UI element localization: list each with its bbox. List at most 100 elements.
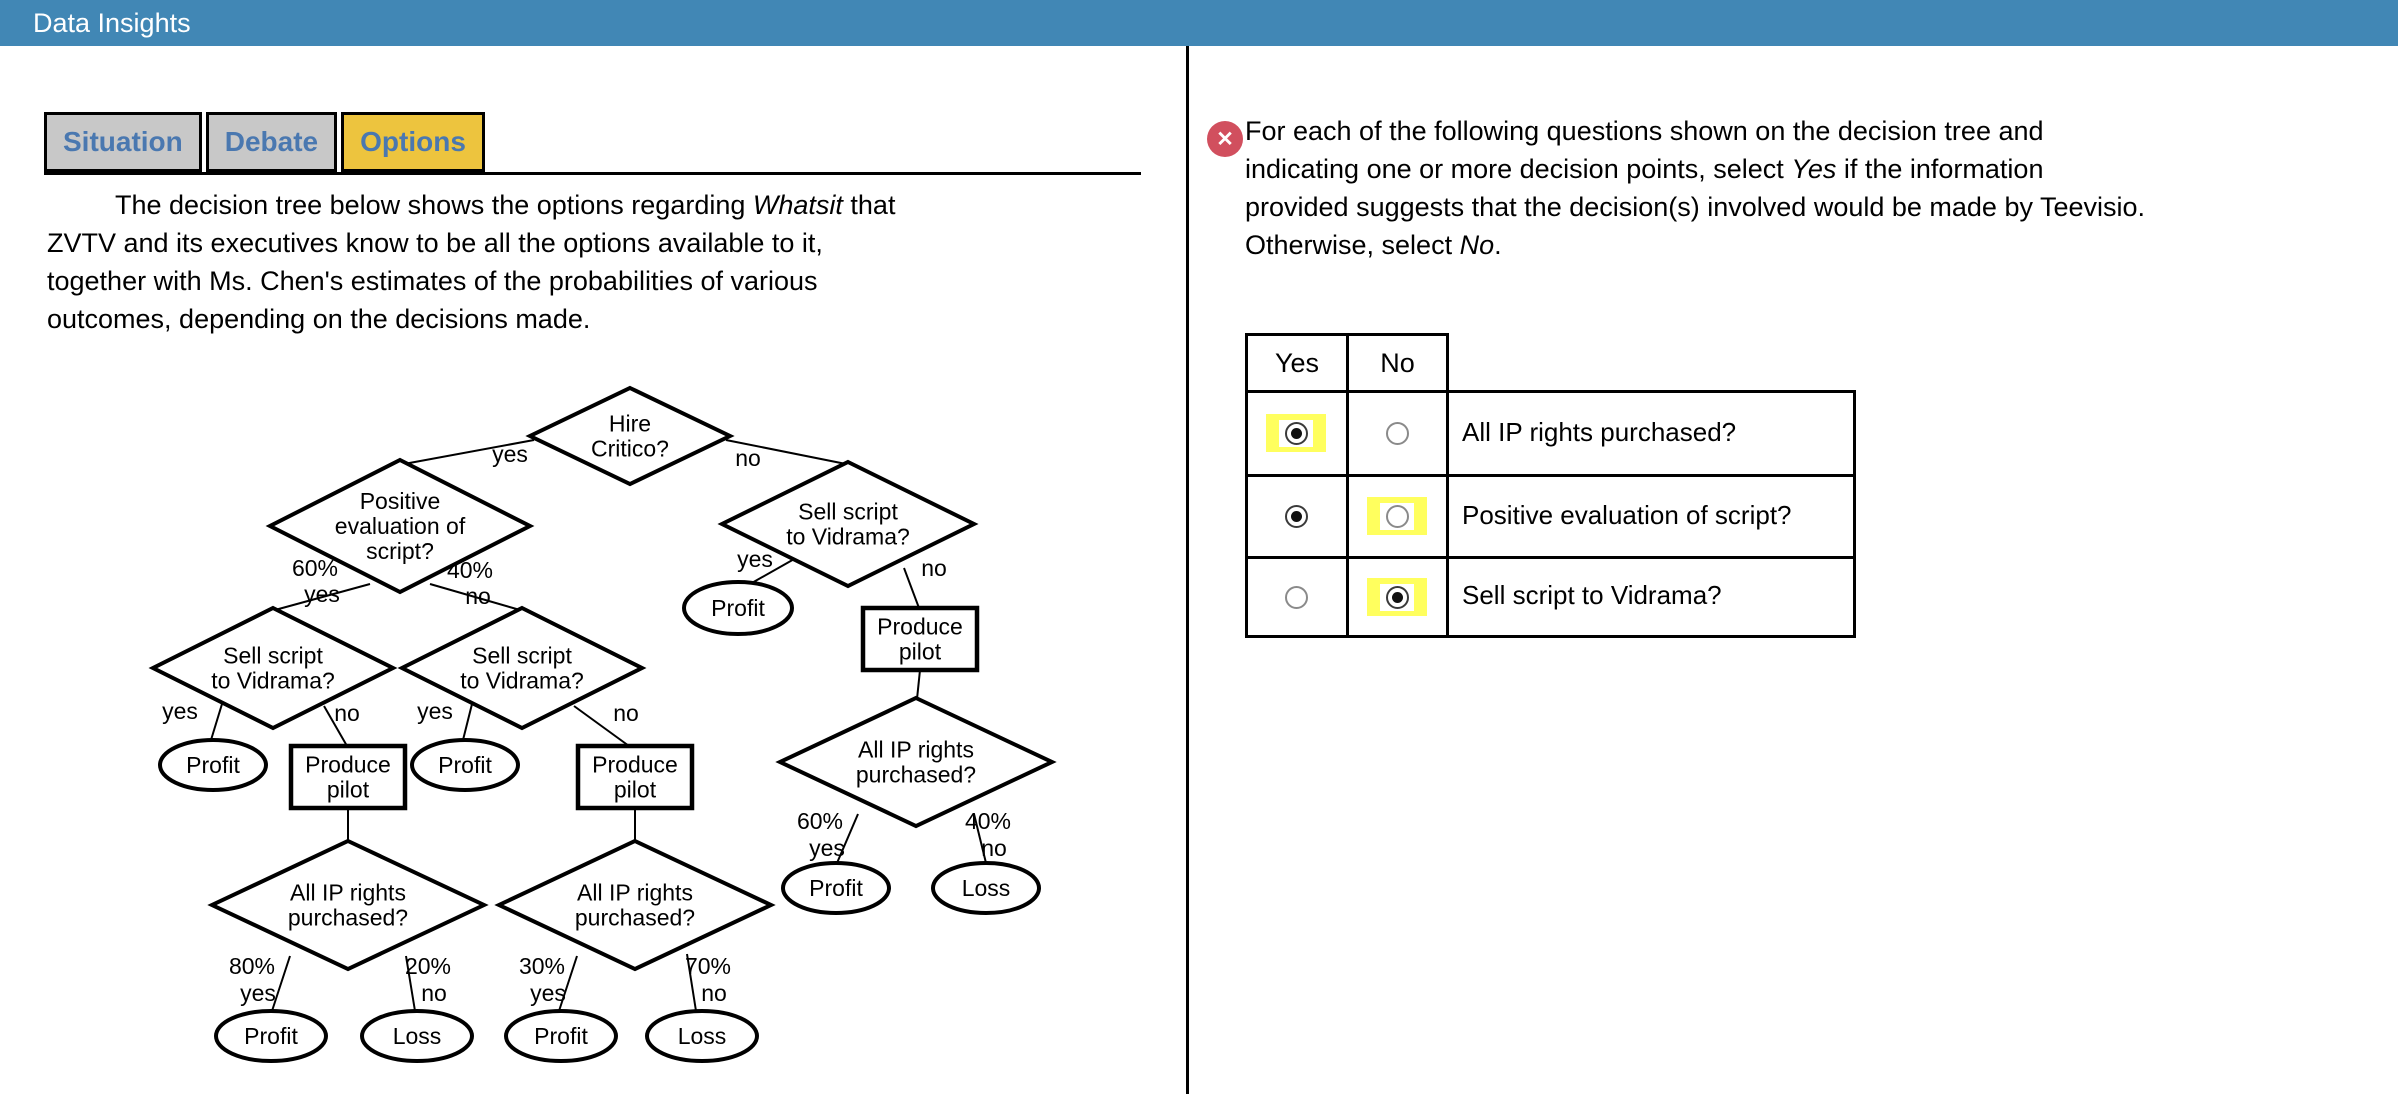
table-border xyxy=(1245,333,1449,336)
node-produce-pilot-left xyxy=(288,743,408,811)
table-border xyxy=(1245,333,1248,638)
edge-label: 40% xyxy=(965,808,1011,834)
text-line: provided suggests that the decision(s) i… xyxy=(1245,188,2335,226)
answer-question-label: Positive evaluation of script? xyxy=(1462,499,1792,530)
table-border xyxy=(1245,635,1856,638)
column-header-yes: Yes xyxy=(1274,347,1320,378)
node-label: Critico? xyxy=(591,436,669,462)
node-label: Sell script xyxy=(472,643,572,669)
node-profit-right-yes xyxy=(682,580,794,636)
edge-label: yes xyxy=(809,835,845,861)
node-profit-left-yes xyxy=(158,738,268,792)
node-loss-70 xyxy=(645,1009,759,1063)
node-all-ip-mid xyxy=(494,838,776,972)
text-segment: Whatsit xyxy=(752,190,843,220)
node-label: Profit xyxy=(438,752,492,778)
node-label: pilot xyxy=(899,639,942,665)
node-label: Profit xyxy=(244,1023,298,1049)
tab-debate[interactable]: Debate xyxy=(205,112,338,172)
edge-label: yes xyxy=(304,581,340,607)
node-all-ip-right xyxy=(775,695,1057,829)
edge-label: 80% xyxy=(229,953,275,979)
text-segment: No xyxy=(1459,230,1495,260)
tree-edge xyxy=(323,705,348,747)
text-segment: For each of the following questions show… xyxy=(1245,116,2044,146)
edge-label: yes xyxy=(737,546,773,572)
edge-label: no xyxy=(701,980,727,1006)
app-title: Data Insights xyxy=(33,7,191,38)
node-profit-right-60 xyxy=(781,861,891,915)
edge-label: no xyxy=(421,980,447,1006)
answer-question-label: Sell script to Vidrama? xyxy=(1462,580,1722,610)
text-segment: indicating one or more decision points, … xyxy=(1245,154,1792,184)
edge-label: yes xyxy=(417,698,453,724)
edge-label: yes xyxy=(530,980,566,1006)
table-border xyxy=(1853,390,1856,638)
table-border xyxy=(1346,333,1349,638)
x-icon: ✕ xyxy=(1216,127,1234,151)
node-label: Produce xyxy=(877,614,963,640)
node-label: Produce xyxy=(305,752,391,778)
node-all-ip-left xyxy=(207,838,489,972)
tree-edge xyxy=(405,955,416,1012)
tree-edge xyxy=(558,955,578,1012)
node-label: script? xyxy=(366,538,434,564)
text-line: ZVTV and its executives know to be all t… xyxy=(47,224,1057,262)
node-profit-80 xyxy=(214,1009,328,1063)
text-line: indicating one or more decision points, … xyxy=(1245,150,2335,188)
radio-no-row-2[interactable] xyxy=(1386,505,1409,528)
text-line: Otherwise, select No. xyxy=(1245,226,2335,264)
node-label: purchased? xyxy=(856,762,976,788)
tree-edge xyxy=(274,583,371,611)
radio-no-row-1[interactable] xyxy=(1386,422,1409,445)
node-label: to Vidrama? xyxy=(460,668,584,694)
edge-label: 40% xyxy=(447,557,493,583)
node-label: Positive xyxy=(360,488,441,514)
text-segment: outcomes, depending on the decisions mad… xyxy=(47,304,591,334)
radio-yes-row-2[interactable] xyxy=(1285,505,1308,528)
tree-edge xyxy=(903,567,920,609)
tree-edge xyxy=(686,953,697,1012)
tree-edge xyxy=(749,557,797,585)
text-segment: together with Ms. Chen's estimates of th… xyxy=(47,266,818,296)
node-label: Loss xyxy=(678,1023,727,1049)
answer-question-label: All IP rights purchased? xyxy=(1462,416,1737,447)
node-label: pilot xyxy=(614,777,657,803)
node-label: evaluation of xyxy=(335,513,466,539)
incorrect-answer-icon: ✕ xyxy=(1207,121,1243,157)
edge-label: 60% xyxy=(292,555,338,581)
text-segment: ZVTV and its executives know to be all t… xyxy=(47,228,823,258)
node-hire-critico xyxy=(525,385,735,487)
node-label: Hire xyxy=(609,411,651,437)
radio-yes-row-1[interactable] xyxy=(1285,422,1308,445)
edge-label: 70% xyxy=(685,953,731,979)
node-label: Sell script xyxy=(798,499,898,525)
node-produce-pilot-right xyxy=(860,605,980,673)
radio-yes-row-3[interactable] xyxy=(1285,586,1308,609)
node-label: Profit xyxy=(711,595,765,621)
table-border xyxy=(1245,556,1856,559)
scenario-paragraph: The decision tree below shows the option… xyxy=(47,186,1057,338)
text-line: together with Ms. Chen's estimates of th… xyxy=(47,262,1057,300)
text-segment: if the information xyxy=(1836,154,2044,184)
question-prompt: For each of the following questions show… xyxy=(1245,112,2335,264)
tree-edge xyxy=(429,583,521,611)
column-header-no: No xyxy=(1380,347,1415,378)
edge-label: 20% xyxy=(405,953,451,979)
node-label: Produce xyxy=(592,752,678,778)
node-sell-vidrama-right xyxy=(717,459,979,589)
node-label: purchased? xyxy=(288,905,408,931)
node-label: Loss xyxy=(962,875,1011,901)
tree-edge xyxy=(210,703,223,741)
node-label: to Vidrama? xyxy=(786,524,910,550)
node-label: purchased? xyxy=(575,905,695,931)
node-produce-pilot-mid xyxy=(575,743,695,811)
tab-options[interactable]: Options xyxy=(341,112,485,172)
node-label: Profit xyxy=(186,752,240,778)
node-label: pilot xyxy=(327,777,370,803)
node-positive-evaluation xyxy=(265,457,535,595)
radio-no-row-3[interactable] xyxy=(1386,586,1409,609)
tab-situation[interactable]: Situation xyxy=(44,112,202,172)
